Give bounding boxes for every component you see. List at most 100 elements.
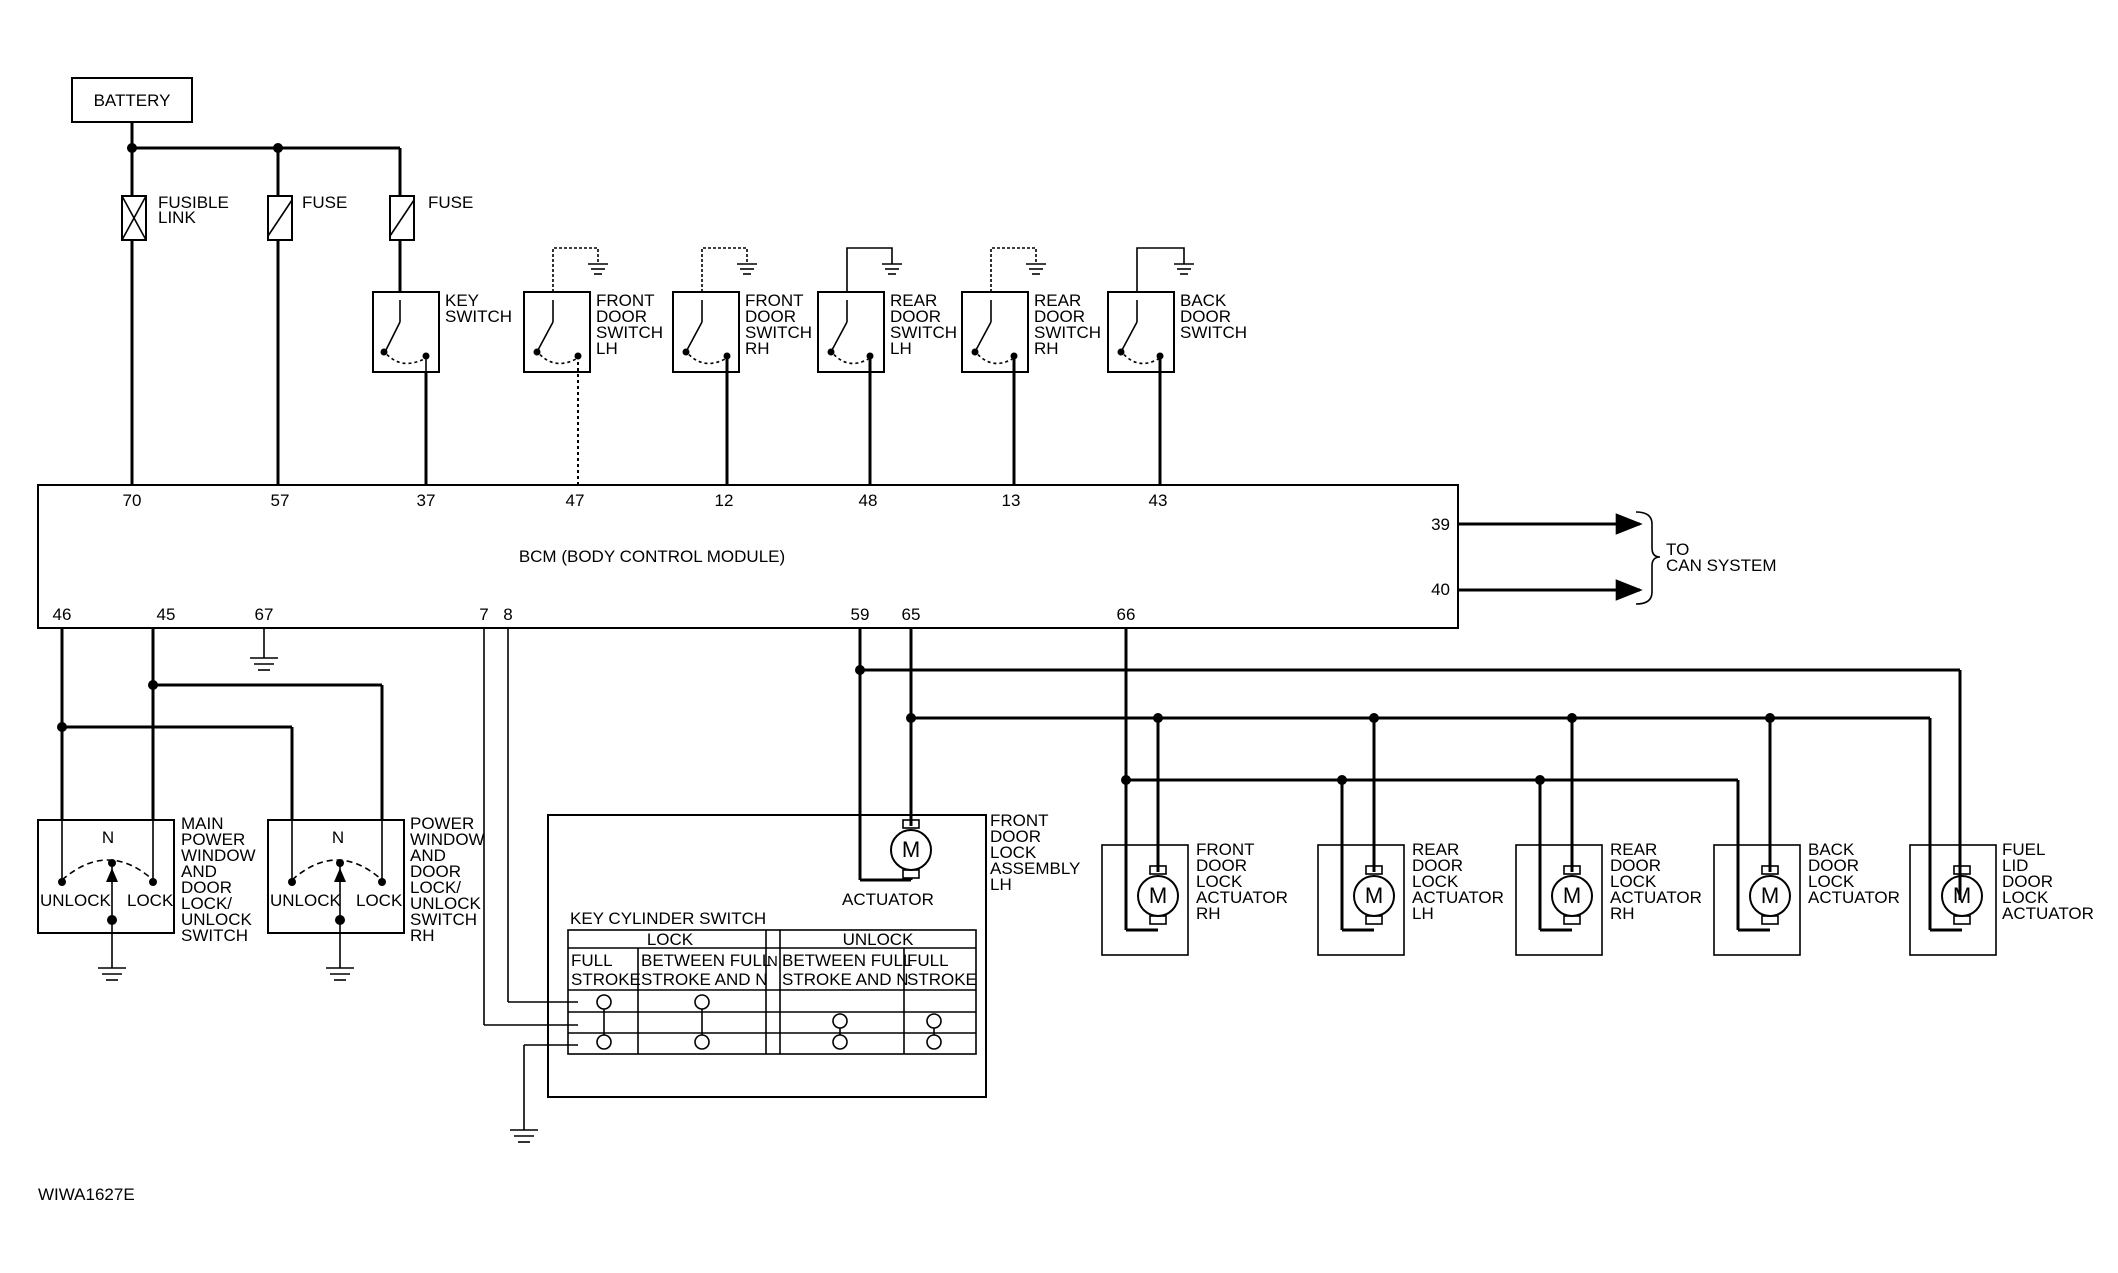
- can-label-1: TO: [1666, 540, 1689, 559]
- front-door-lock-assembly-lh: FRONT DOOR LOCK ASSEMBLY LH M ACTUATOR K…: [547, 628, 1080, 1098]
- bcm-pin-37: 37: [417, 491, 436, 510]
- rear-door-switch-lh-label-4: LH: [890, 339, 912, 358]
- main-power-window-switch: N UNLOCK LOCK MAIN POWER WINDOW AND DOOR…: [37, 814, 256, 981]
- rear-door-switch-lh: REAR DOOR SWITCH LH: [817, 247, 957, 373]
- front-door-lock-actuator-rh: M FRONT DOOR LOCK ACTUATOR RH: [1101, 713, 1288, 956]
- assembly-label-2: DOOR: [990, 827, 1041, 846]
- fuel-lid-actuator-label-5: ACTUATOR: [2002, 904, 2094, 923]
- bcm-pin-12: 12: [715, 491, 734, 510]
- rh-switch-n: N: [332, 828, 344, 847]
- bcm-pin-59: 59: [851, 605, 870, 624]
- front-rh-actuator-label-5: RH: [1196, 904, 1221, 923]
- battery: BATTERY: [71, 77, 193, 123]
- kc-col3-line1: N: [767, 953, 778, 970]
- rear-lh-motor-m: M: [1365, 883, 1383, 908]
- rear-door-lock-actuator-rh: M REAR DOOR LOCK ACTUATOR RH: [1515, 713, 1702, 956]
- front-door-switch-lh-label-1: FRONT: [596, 291, 655, 310]
- main-switch-label-2: POWER: [181, 830, 245, 849]
- front-rh-actuator-label-1: FRONT: [1196, 840, 1255, 859]
- rh-switch-label-1: POWER: [410, 814, 474, 833]
- rear-rh-actuator-label-2: DOOR: [1610, 856, 1661, 875]
- fuse-2-label: FUSE: [428, 193, 473, 212]
- assembly-label-4: ASSEMBLY: [990, 859, 1080, 878]
- fuse-2: FUSE: [389, 193, 473, 241]
- rh-switch-label-7: SWITCH: [410, 910, 477, 929]
- bcm-pin-70: 70: [123, 491, 142, 510]
- main-switch-label-3: WINDOW: [181, 846, 256, 865]
- front-rh-motor-m: M: [1149, 883, 1167, 908]
- main-switch-label-7: UNLOCK: [181, 910, 253, 929]
- fuel-lid-actuator-label-1: FUEL: [2002, 840, 2045, 859]
- front-door-switch-rh-label-1: FRONT: [745, 291, 804, 310]
- bcm-pin-39: 39: [1431, 515, 1450, 534]
- kc-col4-line1: BETWEEN FULL: [782, 951, 912, 970]
- figure-id: WIWA1627E: [38, 1185, 135, 1204]
- rear-lh-actuator-label-3: LOCK: [1412, 872, 1459, 891]
- front-lh-motor-m: M: [902, 837, 920, 862]
- bcm-pin-48: 48: [859, 491, 878, 510]
- rh-switch-label-8: RH: [410, 926, 435, 945]
- main-switch-label-5: DOOR: [181, 878, 232, 897]
- back-door-switch-label-3: SWITCH: [1180, 323, 1247, 342]
- rear-rh-motor-m: M: [1563, 883, 1581, 908]
- rear-door-switch-rh-label-1: REAR: [1034, 291, 1081, 310]
- rear-lh-actuator-label-2: DOOR: [1412, 856, 1463, 875]
- rear-door-switch-rh-label-3: SWITCH: [1034, 323, 1101, 342]
- power-window-switch-rh: N UNLOCK LOCK POWER WINDOW AND DOOR LOCK…: [267, 814, 485, 981]
- rh-switch-label-3: AND: [410, 846, 446, 865]
- kc-col1-line2: STROKE: [571, 970, 641, 989]
- back-door-actuator-label-4: ACTUATOR: [1808, 888, 1900, 907]
- fuse-1: FUSE: [267, 193, 347, 241]
- rear-lh-actuator-label-1: REAR: [1412, 840, 1459, 859]
- main-switch-unlock: UNLOCK: [40, 891, 112, 910]
- main-switch-lock: LOCK: [127, 891, 174, 910]
- rear-door-switch-lh-label-3: SWITCH: [890, 323, 957, 342]
- back-door-switch: BACK DOOR SWITCH: [1107, 247, 1247, 373]
- can-connection: TO CAN SYSTEM: [1458, 511, 1777, 605]
- kc-col2-line2: STROKE AND N: [641, 970, 768, 989]
- bcm-pin-46: 46: [53, 605, 72, 624]
- rh-switch-lock: LOCK: [356, 891, 403, 910]
- bcm-pin-43: 43: [1149, 491, 1168, 510]
- key-cylinder-lock-header: LOCK: [647, 930, 694, 949]
- bcm-pin-67: 67: [255, 605, 274, 624]
- fuel-lid-actuator-label-4: LOCK: [2002, 888, 2049, 907]
- fuse-wiring: [130, 240, 402, 485]
- rh-switch-unlock: UNLOCK: [270, 891, 342, 910]
- assembly-label-5: LH: [990, 875, 1012, 894]
- kc-col1-line1: FULL: [571, 951, 613, 970]
- bcm-pin-65: 65: [902, 605, 921, 624]
- rear-door-lock-actuator-lh: M REAR DOOR LOCK ACTUATOR LH: [1317, 713, 1504, 956]
- rear-rh-actuator-label-3: LOCK: [1610, 872, 1657, 891]
- fusible-link: FUSIBLE LINK: [121, 193, 229, 241]
- front-door-switch-lh-label-2: DOOR: [596, 307, 647, 326]
- front-door-switch-rh-label-3: SWITCH: [745, 323, 812, 342]
- rh-switch-label-2: WINDOW: [410, 830, 485, 849]
- rh-switch-label-4: DOOR: [410, 862, 461, 881]
- main-switch-label-1: MAIN: [181, 814, 224, 833]
- back-door-motor-m: M: [1761, 883, 1779, 908]
- assembly-label-1: FRONT: [990, 811, 1049, 830]
- rear-door-switch-rh-label-2: DOOR: [1034, 307, 1085, 326]
- kc-contacts: [596, 994, 942, 1050]
- front-rh-actuator-label-4: ACTUATOR: [1196, 888, 1288, 907]
- rear-lh-actuator-label-5: LH: [1412, 904, 1434, 923]
- bcm-pin-66: 66: [1117, 605, 1136, 624]
- bcm-pin-47: 47: [566, 491, 585, 510]
- fuse-1-label: FUSE: [302, 193, 347, 212]
- front-door-switch-lh-label-3: SWITCH: [596, 323, 663, 342]
- assembly-label-3: LOCK: [990, 843, 1037, 862]
- front-door-switch-rh-label-4: RH: [745, 339, 770, 358]
- front-door-switch-rh: FRONT DOOR SWITCH RH: [672, 247, 812, 373]
- fusible-link-label-2: LINK: [158, 208, 196, 227]
- rear-rh-actuator-label-4: ACTUATOR: [1610, 888, 1702, 907]
- kc-col5-line1: FULL: [907, 951, 949, 970]
- key-cylinder-title: KEY CYLINDER SWITCH: [570, 909, 766, 928]
- rear-lh-actuator-label-4: ACTUATOR: [1412, 888, 1504, 907]
- bcm-pin-13: 13: [1002, 491, 1021, 510]
- front-rh-actuator-label-2: DOOR: [1196, 856, 1247, 875]
- bcm-pin-40: 40: [1431, 580, 1450, 599]
- bcm-pin-8: 8: [503, 605, 512, 624]
- key-switch-label-1: KEY: [445, 291, 479, 310]
- bcm-pin-7: 7: [479, 605, 488, 624]
